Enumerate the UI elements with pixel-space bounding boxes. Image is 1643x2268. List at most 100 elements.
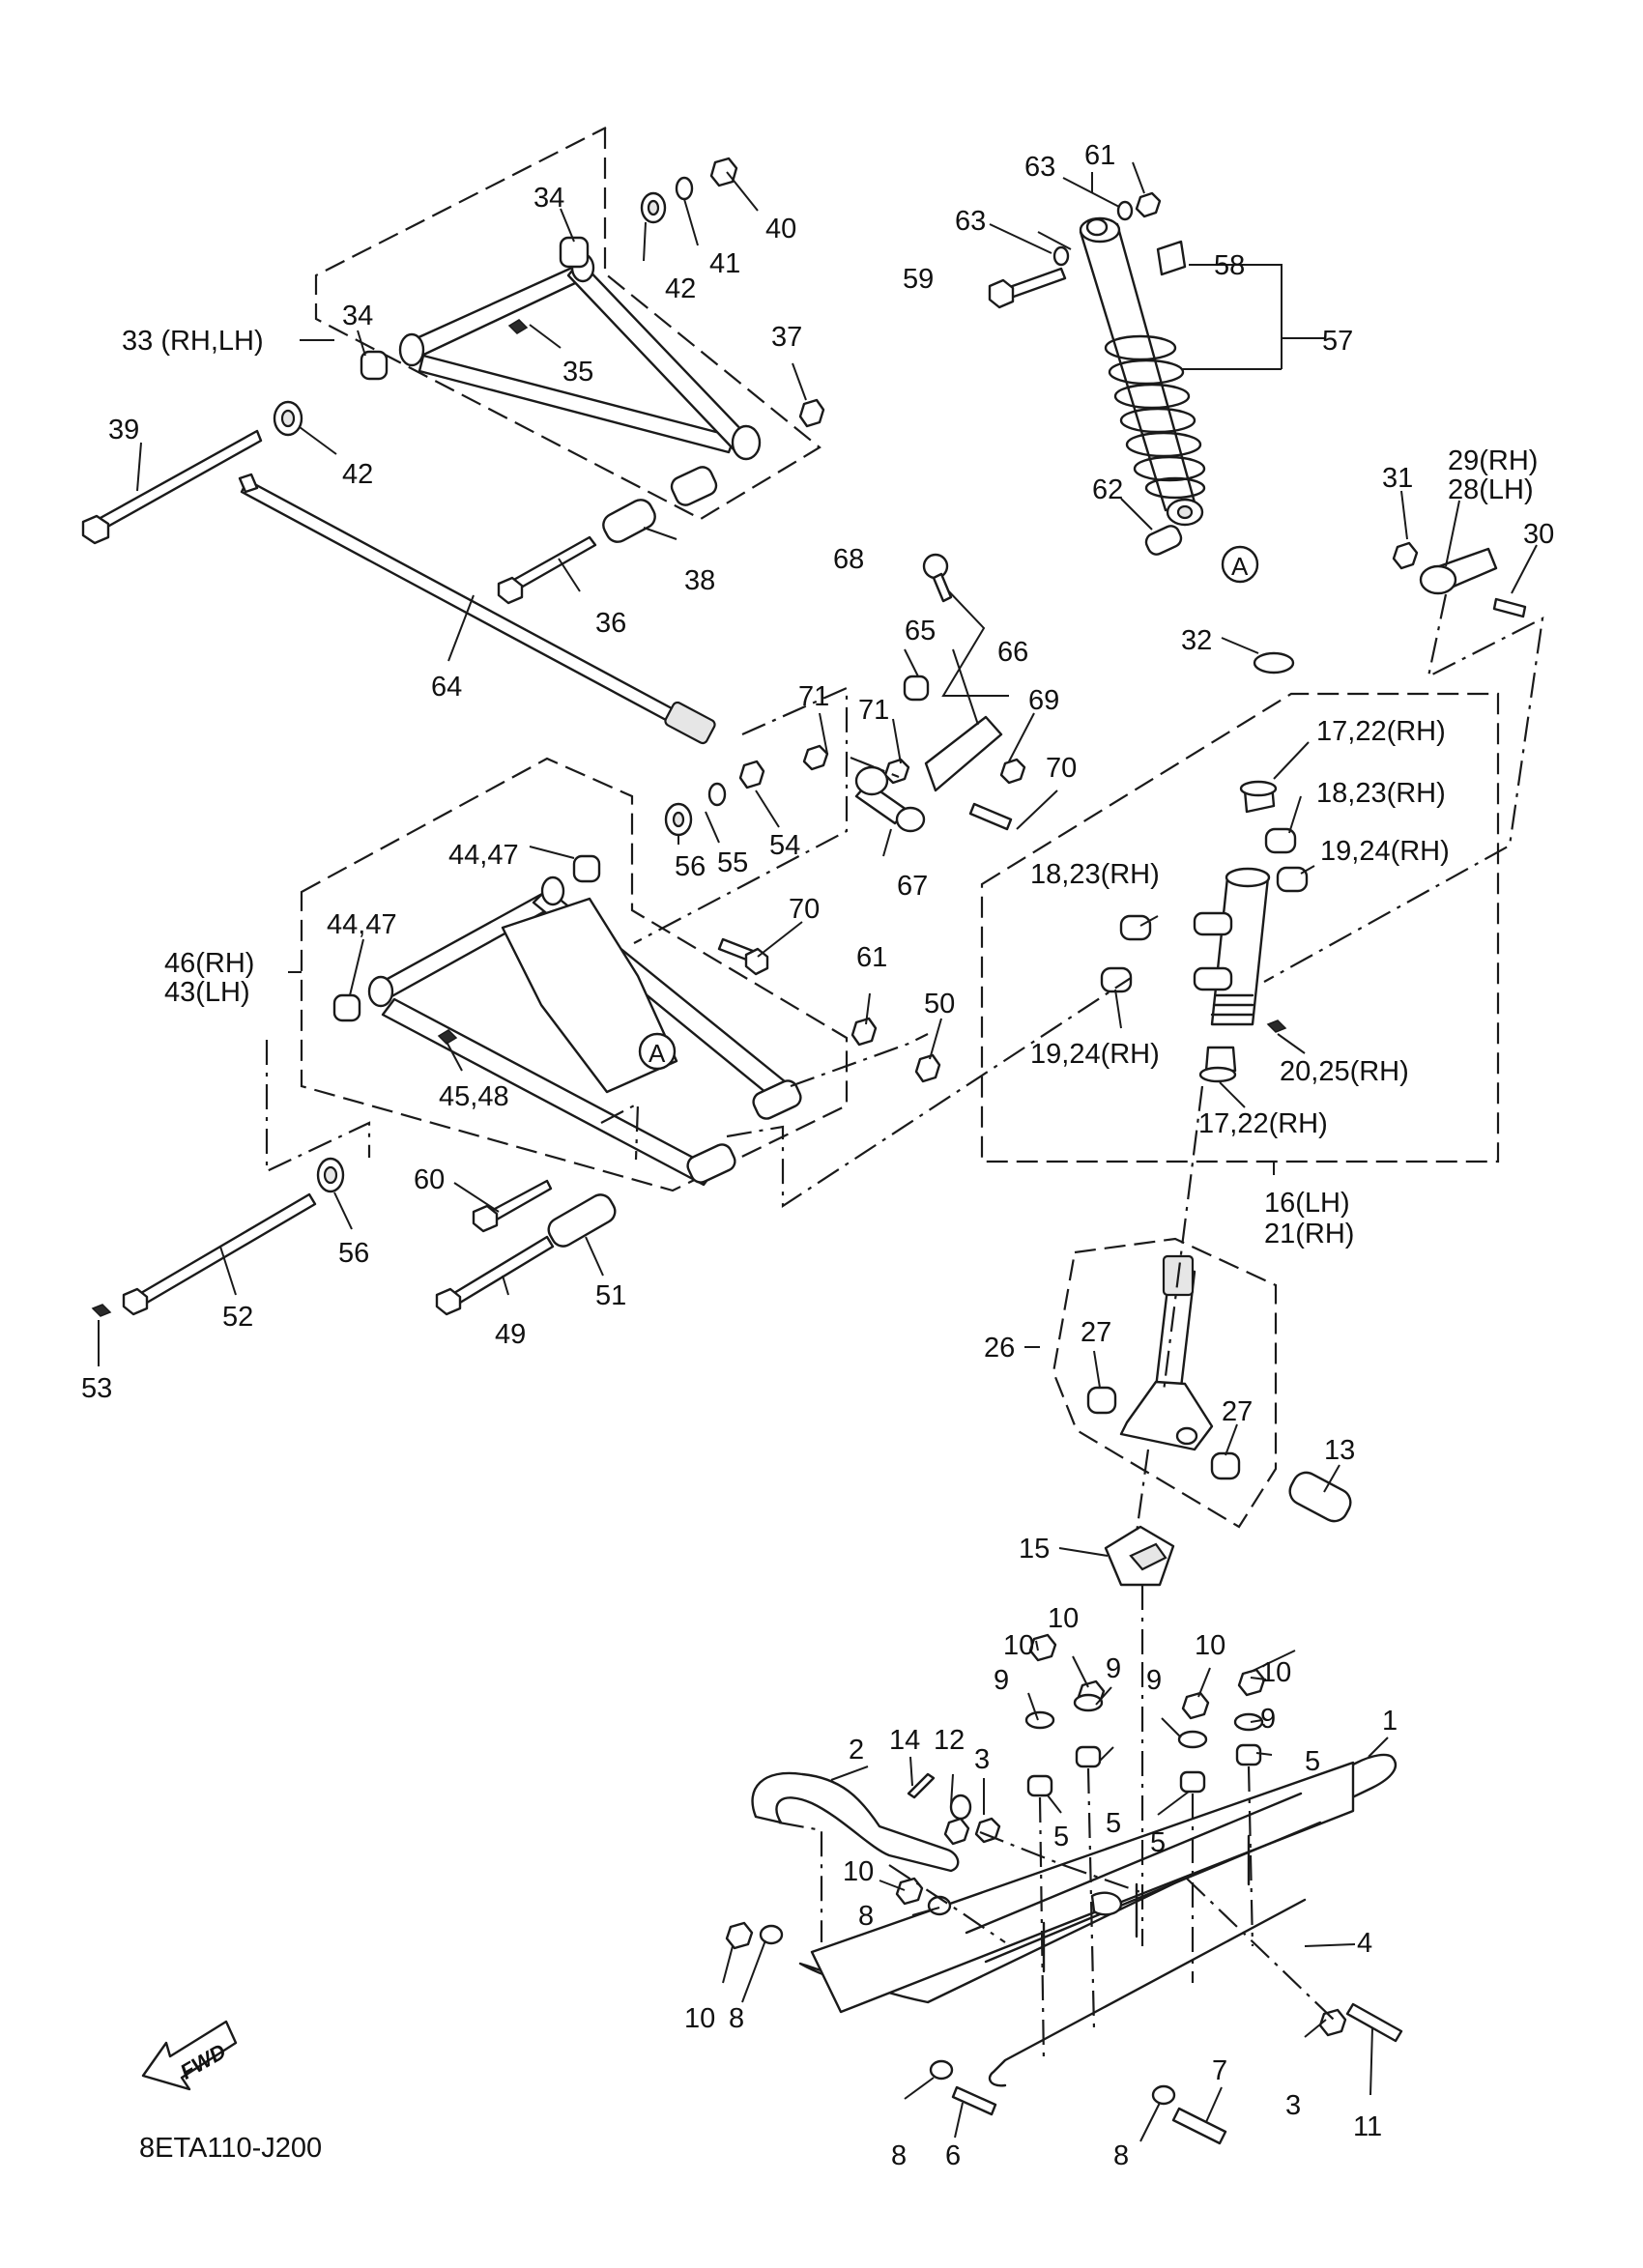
pitman-arm — [1263, 541, 1544, 983]
callout-labels: 1 2 3 3 4 5 5 5 5 6 7 8 8 8 8 9 9 9 9 10… — [81, 140, 1554, 2171]
callout-27: 27 — [1222, 1396, 1253, 1427]
callout-10: 10 — [1195, 1630, 1225, 1661]
callout-58: 58 — [1214, 250, 1245, 281]
callout-18-23: 18,23(RH) — [1030, 859, 1160, 890]
callout-10: 10 — [843, 1856, 874, 1887]
callout-19-24: 19,24(RH) — [1320, 836, 1450, 867]
callout-37: 37 — [771, 322, 802, 353]
callout-61: 61 — [1084, 140, 1115, 171]
callout-9: 9 — [1146, 1665, 1162, 1696]
callout-8: 8 — [858, 1901, 874, 1932]
lower-a-arm-group — [91, 757, 1132, 1317]
spindle-housing-group — [980, 651, 1500, 1163]
callout-9: 9 — [994, 1665, 1009, 1696]
callout-34: 34 — [533, 183, 564, 214]
callout-42: 42 — [665, 273, 696, 304]
callout-3: 3 — [1285, 2090, 1301, 2121]
callout-12: 12 — [934, 1725, 965, 1756]
callout-20-25: 20,25(RH) — [1280, 1056, 1409, 1087]
callout-32: 32 — [1181, 625, 1212, 656]
relay-rod-group — [633, 553, 1026, 976]
callout-29: 29(RH) — [1448, 445, 1538, 476]
callout-15: 15 — [1019, 1534, 1050, 1565]
callout-35: 35 — [562, 357, 593, 388]
shock-absorber — [988, 172, 1259, 584]
callout-13: 13 — [1324, 1435, 1355, 1466]
callout-28: 28(LH) — [1448, 474, 1534, 505]
spindle-group — [1052, 1085, 1352, 1662]
callout-9: 9 — [1260, 1704, 1276, 1735]
callout-36: 36 — [595, 608, 626, 639]
callout-62: 62 — [1092, 474, 1123, 505]
callout-5: 5 — [1106, 1808, 1121, 1839]
callout-51: 51 — [595, 1280, 626, 1311]
callout-2: 2 — [849, 1735, 864, 1766]
callout-41: 41 — [709, 248, 740, 279]
callout-17-22: 17,22(RH) — [1316, 716, 1446, 747]
callout-56: 56 — [338, 1238, 369, 1269]
callout-70: 70 — [1046, 753, 1077, 784]
callout-10: 10 — [1048, 1603, 1079, 1634]
callout-60: 60 — [414, 1164, 445, 1195]
callout-50: 50 — [924, 989, 955, 1019]
callout-34: 34 — [342, 301, 373, 331]
callout-21: 21(RH) — [1264, 1219, 1354, 1249]
callout-68: 68 — [833, 544, 864, 575]
callout-67: 67 — [897, 871, 928, 902]
callout-49: 49 — [495, 1319, 526, 1350]
callout-42: 42 — [342, 459, 373, 490]
callout-70: 70 — [789, 894, 820, 925]
callout-54: 54 — [769, 830, 800, 861]
fwd-arrow-icon — [141, 2020, 238, 2091]
callout-5: 5 — [1305, 1746, 1320, 1777]
callout-5: 5 — [1150, 1827, 1166, 1858]
callout-63: 63 — [1024, 152, 1055, 183]
callout-18-23: 18,23(RH) — [1316, 778, 1446, 809]
callout-63: 63 — [955, 206, 986, 237]
callout-61: 61 — [856, 942, 887, 973]
callout-10: 10 — [684, 2003, 715, 2034]
callout-45-48: 45,48 — [439, 1081, 509, 1112]
callout-14: 14 — [889, 1725, 920, 1756]
callout-26: 26 — [984, 1333, 1015, 1364]
callout-69: 69 — [1028, 685, 1059, 716]
callout-3: 3 — [974, 1744, 990, 1775]
callout-6: 6 — [945, 2140, 961, 2171]
callout-10: 10 — [1003, 1630, 1034, 1661]
callout-27: 27 — [1081, 1317, 1111, 1348]
marker-a-arm: A — [649, 1039, 666, 1068]
callout-53: 53 — [81, 1373, 112, 1404]
callout-10: 10 — [1260, 1657, 1291, 1688]
callout-19-24: 19,24(RH) — [1030, 1039, 1160, 1070]
callout-38: 38 — [684, 565, 715, 596]
callout-71: 71 — [858, 695, 889, 726]
callout-39: 39 — [108, 415, 139, 445]
callout-1: 1 — [1382, 1706, 1398, 1737]
callout-7: 7 — [1212, 2055, 1227, 2086]
callout-8: 8 — [891, 2140, 907, 2171]
callout-4: 4 — [1357, 1928, 1372, 1959]
leader-lines — [98, 161, 1538, 2142]
marker-a-shock: A — [1231, 552, 1249, 581]
callout-5: 5 — [1053, 1822, 1069, 1852]
callout-40: 40 — [765, 214, 796, 244]
callout-66: 66 — [997, 637, 1028, 668]
callout-33: 33 (RH,LH) — [122, 326, 264, 357]
callout-11: 11 — [1353, 2111, 1382, 2142]
callout-8: 8 — [729, 2003, 744, 2034]
callout-56: 56 — [675, 851, 706, 882]
callout-46: 46(RH) — [164, 948, 254, 979]
callout-17-22: 17,22(RH) — [1198, 1108, 1328, 1139]
callout-57: 57 — [1322, 326, 1353, 357]
callout-71: 71 — [798, 681, 829, 712]
callout-64: 64 — [431, 672, 462, 703]
upper-a-arm-group — [81, 127, 825, 745]
callout-52: 52 — [222, 1302, 253, 1333]
callout-16: 16(LH) — [1264, 1188, 1350, 1219]
ski-assembly — [141, 1633, 1403, 2145]
callout-43: 43(LH) — [164, 977, 250, 1008]
callout-44-47: 44,47 — [327, 909, 397, 940]
callout-9: 9 — [1106, 1653, 1121, 1684]
